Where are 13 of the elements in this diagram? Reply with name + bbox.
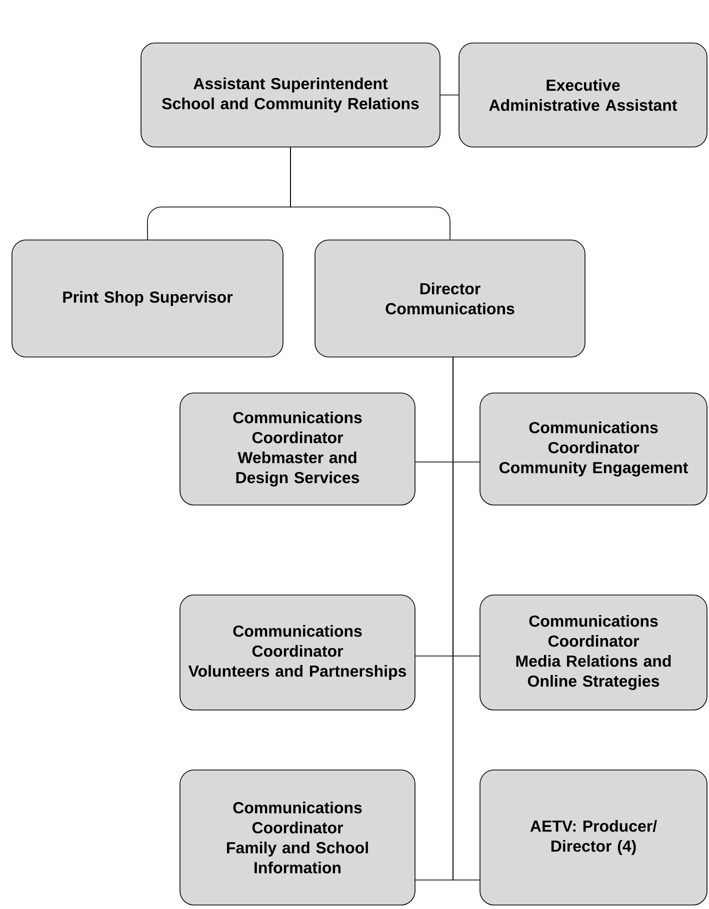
connector-line bbox=[452, 356, 480, 880]
org-box: Communications Coordinator Community Engagement bbox=[480, 392, 708, 506]
org-box: AETV: Producer/ Director (4) bbox=[480, 770, 708, 906]
connector-line bbox=[290, 147, 450, 240]
org-box: Communications Coordinator Volunteers and Partnerships bbox=[180, 594, 416, 710]
org-box: Director Communications bbox=[314, 240, 586, 358]
org-box: Communications Coordinator Family and School Information bbox=[180, 770, 416, 906]
org-box: Print Shop Supervisor bbox=[12, 240, 284, 358]
org-box: Assistant Superintendent School and Community Relations bbox=[140, 42, 440, 148]
connector-line bbox=[440, 94, 459, 96]
org-box: Communications Coordinator Webmaster and Design Services bbox=[180, 392, 416, 506]
org-box: Executive Administrative Assistant bbox=[458, 42, 708, 148]
org-box: Communications Coordinator Media Relations and Online Strategies bbox=[480, 594, 708, 710]
